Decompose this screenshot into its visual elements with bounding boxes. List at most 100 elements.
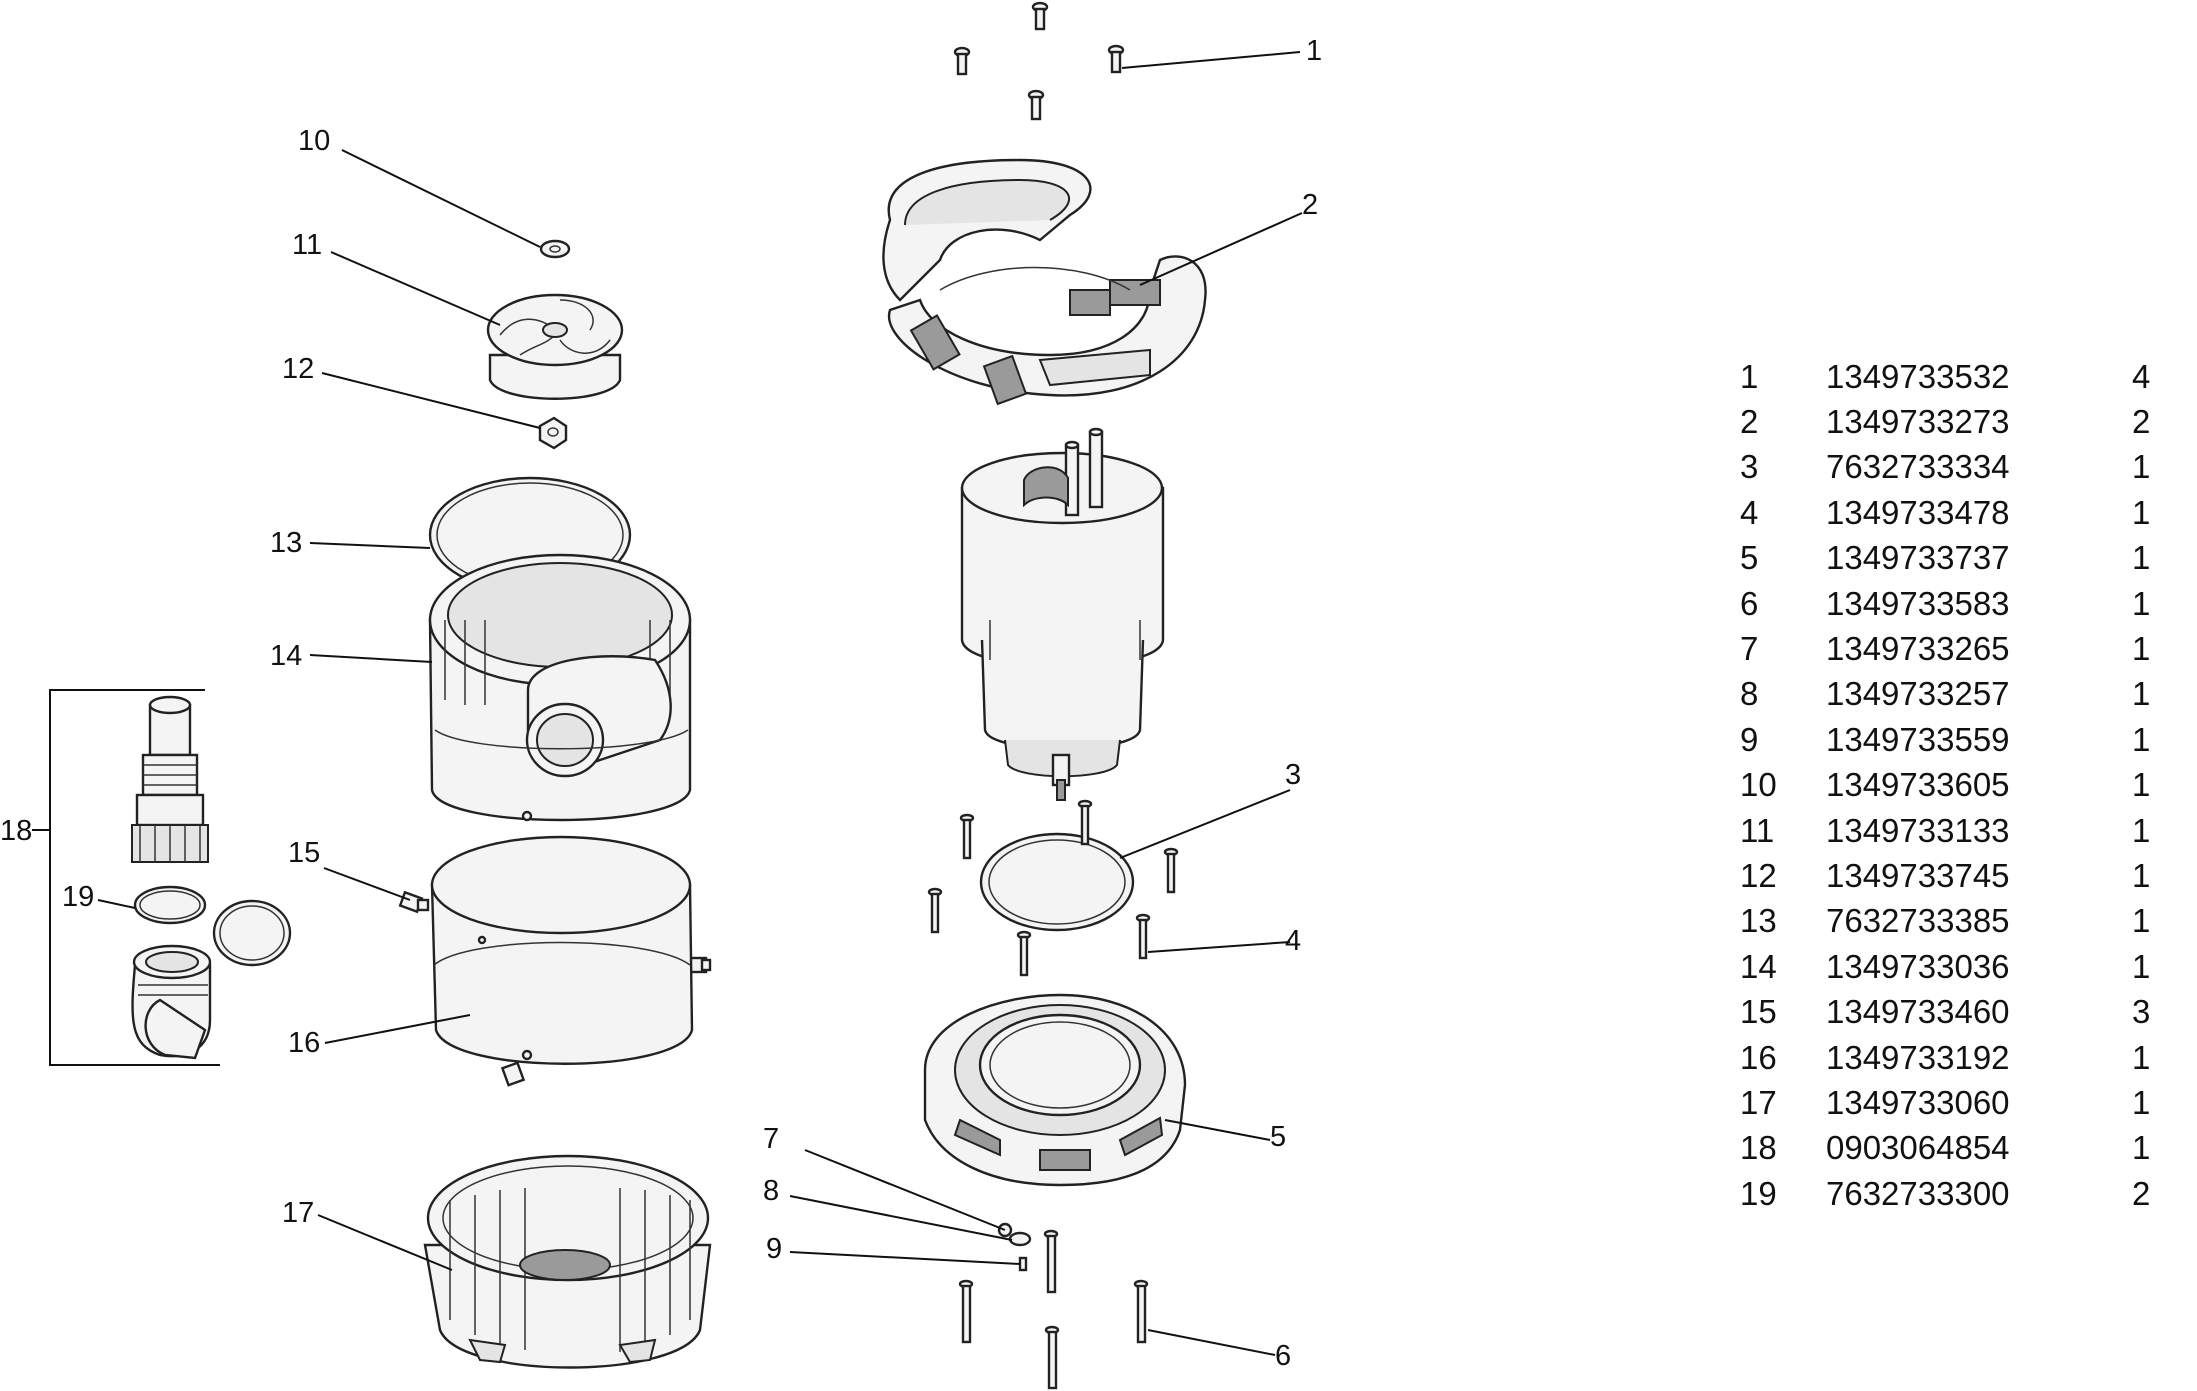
pos-cell: 16 xyxy=(1740,1038,1777,1076)
table-row: 17 1349733060 1 xyxy=(1740,1080,2180,1125)
qty-cell: 1 xyxy=(2132,856,2151,894)
motor-assembly xyxy=(960,427,1165,801)
table-row: 9 1349733559 1 xyxy=(1740,717,2180,762)
part-18-bracket xyxy=(32,689,220,1066)
part-14-pump-housing xyxy=(428,553,692,822)
pos-cell: 15 xyxy=(1740,993,1777,1031)
part-4-screws xyxy=(927,799,1179,977)
pos-cell: 2 xyxy=(1740,403,1759,441)
qty-cell: 3 xyxy=(2132,993,2151,1031)
table-row: 11 1349733133 1 xyxy=(1740,808,2180,853)
pos-cell: 18 xyxy=(1740,1129,1777,1167)
callout-14: 14 xyxy=(270,640,302,672)
callout-19: 19 xyxy=(62,881,94,913)
pos-cell: 3 xyxy=(1740,448,1759,486)
qty-cell: 2 xyxy=(2132,1174,2151,1212)
code-cell: 1349733478 xyxy=(1826,493,2010,531)
qty-cell: 1 xyxy=(2132,766,2151,804)
table-row: 14 1349733036 1 xyxy=(1740,944,2180,989)
table-row: 10 1349733605 1 xyxy=(1740,763,2180,808)
part-6-screws xyxy=(958,1229,1149,1390)
part-5-flange xyxy=(923,993,1187,1187)
qty-cell: 1 xyxy=(2132,630,2151,668)
qty-cell: 1 xyxy=(2132,539,2151,577)
pos-cell: 11 xyxy=(1740,811,1775,849)
code-cell: 1349733192 xyxy=(1826,1038,2010,1076)
callout-18: 18 xyxy=(0,815,32,847)
table-row: 12 1349733745 1 xyxy=(1740,853,2180,898)
code-cell: 7632733334 xyxy=(1826,448,2010,486)
code-cell: 1349733265 xyxy=(1826,630,2010,668)
qty-cell: 1 xyxy=(2132,448,2151,486)
qty-cell: 2 xyxy=(2132,403,2151,441)
code-cell: 1349733133 xyxy=(1826,811,2010,849)
part-11-impeller xyxy=(486,293,624,400)
code-cell: 0903064854 xyxy=(1826,1129,2010,1167)
pos-cell: 14 xyxy=(1740,947,1777,985)
callout-16: 16 xyxy=(288,1027,320,1059)
table-row: 5 1349733737 1 xyxy=(1740,536,2180,581)
table-row: 7 1349733265 1 xyxy=(1740,626,2180,671)
qty-cell: 1 xyxy=(2132,1083,2151,1121)
part-19-o-rings xyxy=(133,885,292,967)
callout-9: 9 xyxy=(766,1233,782,1265)
callout-2: 2 xyxy=(1302,189,1318,221)
table-row: 16 1349733192 1 xyxy=(1740,1035,2180,1080)
callout-1: 1 xyxy=(1306,35,1322,67)
pos-cell: 13 xyxy=(1740,902,1777,940)
code-cell: 7632733300 xyxy=(1826,1174,2010,1212)
pos-cell: 5 xyxy=(1740,539,1759,577)
qty-cell: 1 xyxy=(2132,1129,2151,1167)
pos-cell: 4 xyxy=(1740,493,1759,531)
table-row: 18 0903064854 1 xyxy=(1740,1126,2180,1171)
pos-cell: 17 xyxy=(1740,1083,1777,1121)
callout-13: 13 xyxy=(270,527,302,559)
pos-cell: 9 xyxy=(1740,720,1759,758)
qty-cell: 1 xyxy=(2132,902,2151,940)
qty-cell: 1 xyxy=(2132,720,2151,758)
pos-cell: 8 xyxy=(1740,675,1759,713)
part-15-screws xyxy=(398,890,712,1087)
code-cell: 1349733605 xyxy=(1826,766,2010,804)
callout-6: 6 xyxy=(1275,1340,1291,1372)
pos-cell: 12 xyxy=(1740,856,1777,894)
callout-7: 7 xyxy=(763,1123,779,1155)
code-cell: 1349733745 xyxy=(1826,856,2010,894)
callout-8: 8 xyxy=(763,1175,779,1207)
qty-cell: 1 xyxy=(2132,1038,2151,1076)
table-row: 3 7632733334 1 xyxy=(1740,445,2180,490)
pos-cell: 7 xyxy=(1740,630,1759,668)
part-10-washer xyxy=(539,239,571,259)
part-2-handle xyxy=(882,158,1207,406)
callout-4: 4 xyxy=(1285,925,1301,957)
table-row: 4 1349733478 1 xyxy=(1740,490,2180,535)
part-3-o-ring xyxy=(979,832,1135,932)
pos-cell: 6 xyxy=(1740,584,1759,622)
part-16-sleeve xyxy=(430,835,694,1065)
callout-15: 15 xyxy=(288,837,320,869)
pos-cell: 1 xyxy=(1740,357,1759,395)
part-18-elbow-fitting xyxy=(131,944,212,1060)
callout-17: 17 xyxy=(282,1197,314,1229)
qty-cell: 1 xyxy=(2132,947,2151,985)
qty-cell: 1 xyxy=(2132,811,2151,849)
code-cell: 1349733257 xyxy=(1826,675,2010,713)
pos-cell: 10 xyxy=(1740,766,1777,804)
code-cell: 1349733737 xyxy=(1826,539,2010,577)
callout-3: 3 xyxy=(1285,759,1301,791)
code-cell: 1349733036 xyxy=(1826,947,2010,985)
code-cell: 1349733559 xyxy=(1826,720,2010,758)
qty-cell: 1 xyxy=(2132,675,2151,713)
part-12-nut xyxy=(538,416,568,450)
code-cell: 1349733060 xyxy=(1826,1083,2010,1121)
part-18-hose-adapter xyxy=(131,695,209,863)
qty-cell: 1 xyxy=(2132,493,2151,531)
code-cell: 1349733532 xyxy=(1826,357,2010,395)
